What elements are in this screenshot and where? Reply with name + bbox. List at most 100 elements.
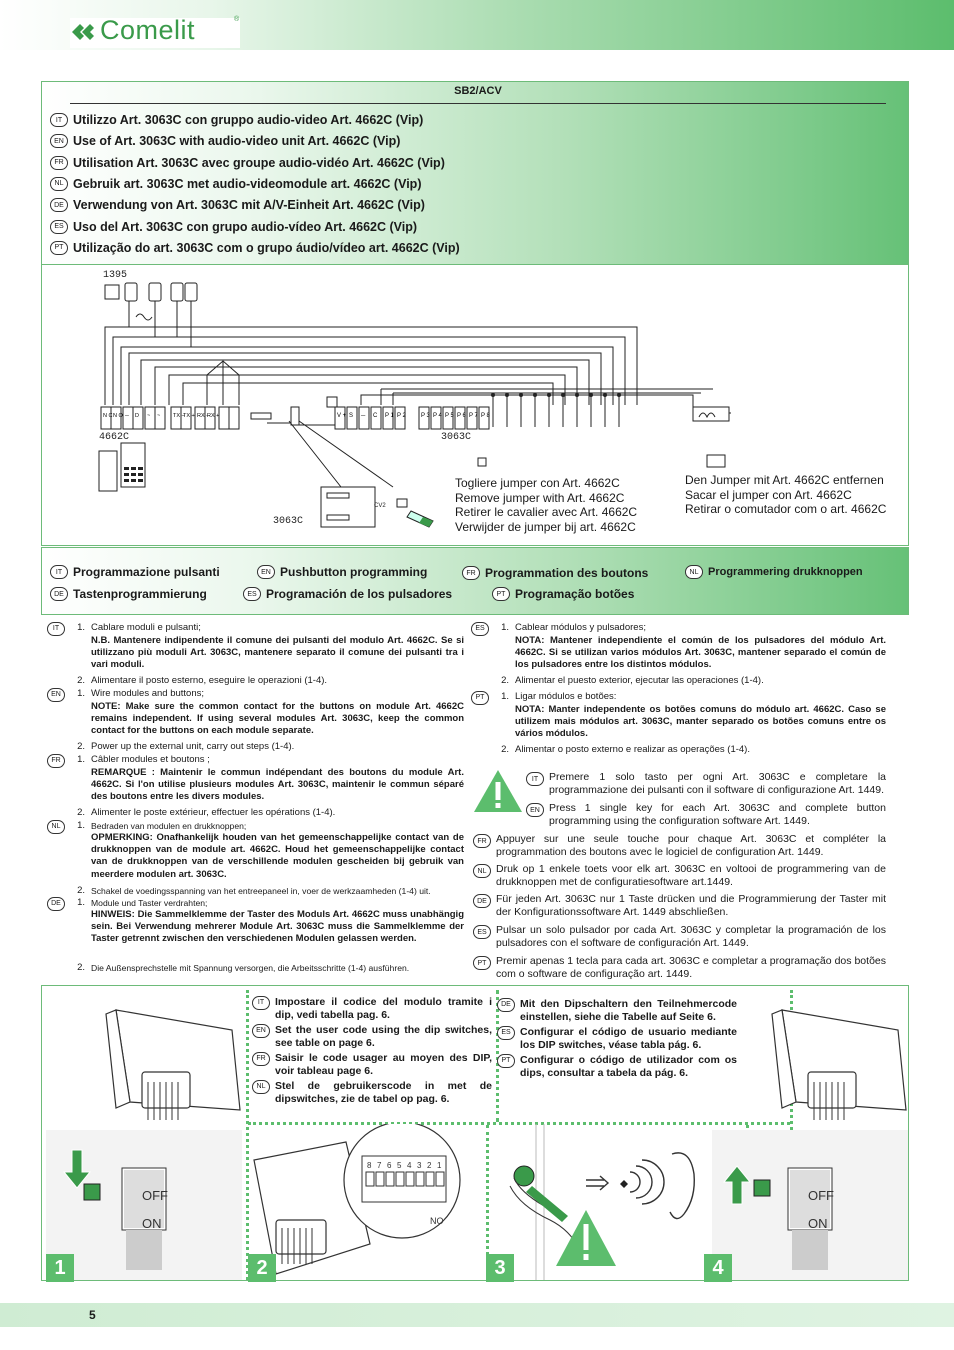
lang-badge-en: EN — [252, 1024, 270, 1038]
divider — [486, 1125, 489, 1280]
terminal-label: ─ — [360, 413, 366, 419]
lang-badge-fr: FR — [252, 1052, 270, 1066]
label-1395: 1395 — [103, 270, 127, 281]
lang-badge-it: IT — [50, 113, 68, 127]
svg-text:ON: ON — [142, 1216, 162, 1231]
terminal-label: RX − — [197, 413, 209, 419]
lang-badge-en: EN — [50, 134, 68, 149]
fr-note-text: REMARQUE : Maintenir le commun indépenda… — [91, 767, 464, 803]
it-step-1-text: Cablare moduli e pulsanti; — [91, 622, 201, 633]
terminal-label: P 4 — [433, 413, 443, 419]
es-step-2: 2.Alimentar el puesto exterior, ejecutar… — [493, 675, 886, 687]
svg-text:2: 2 — [427, 1161, 432, 1170]
terminal-block-4662c — [100, 406, 240, 430]
de-step-1-text: Module und Taster verdrahten; — [91, 898, 208, 908]
lang-badge-en: EN — [47, 688, 65, 702]
terminal-label: P 8 — [481, 413, 491, 419]
lang-badge-nl: NL — [50, 176, 68, 191]
step-number-4: 4 — [704, 1254, 732, 1282]
fr-step-2-text: Alimenter le poste extérieur, effectuer … — [91, 807, 336, 818]
lang-badge-de: DE — [50, 587, 68, 601]
title-row: DE Verwendung von Art. 3063C mit A/V-Einh… — [50, 198, 425, 213]
jumper-note: Den Jumper mit Art. 4662C entfernen — [685, 473, 884, 487]
warning-text: Press 1 single key for each Art. 3063C a… — [549, 802, 886, 827]
svg-text:ON: ON — [808, 1216, 828, 1231]
lang-badge-it: IT — [50, 565, 68, 579]
step-instruction-text: Configurar el código de usuario mediante… — [520, 1026, 737, 1051]
fr-step-1: FR 1. Câbler modules et boutons ; — [47, 754, 464, 768]
title-text: Verwendung von Art. 3063C mit A/V-Einhei… — [73, 198, 425, 213]
svg-text:8: 8 — [367, 1161, 372, 1170]
fr-step-2: 2.Alimenter le poste extérieur, effectue… — [69, 807, 464, 819]
list-number: 1. — [77, 688, 85, 699]
es-note: NOTA: Mantener independiente el común de… — [493, 635, 886, 672]
title-text: Use of Art. 3063C with audio-video unit … — [73, 134, 401, 149]
list-number: 1. — [501, 622, 509, 633]
terminal-label: P 2 — [397, 413, 407, 419]
pt-step-2: 2.Alimentar o posto externo e realizar a… — [493, 744, 886, 756]
prog-header-text: Programmazione pulsanti — [73, 565, 220, 579]
fr-step-1-text: Câbler modules et boutons ; — [91, 754, 210, 765]
terminal-label: ─ — [124, 413, 129, 419]
lang-badge-nl: NL — [252, 1080, 270, 1094]
step-number-3: 3 — [486, 1254, 514, 1282]
es-note-text: NOTA: Mantener independiente el común de… — [515, 635, 886, 671]
terminal-label: N C — [103, 413, 113, 419]
nl-note: OPMERKING: Onafhankelijk houden van het … — [69, 832, 464, 881]
svg-text:7: 7 — [377, 1161, 382, 1170]
pt-step-1-text: Ligar módulos e botões: — [515, 691, 617, 702]
svg-text:5: 5 — [397, 1161, 402, 1170]
pt-note: NOTA: Manter independente os botões comu… — [493, 704, 886, 741]
jumper-note: Togliere jumper con Art. 4662C — [455, 476, 620, 490]
title-text: Uso del Art. 3063C con grupo audio-vídeo… — [73, 219, 418, 234]
title-text: Gebruik art. 3063C met audio-videomodule… — [73, 176, 422, 191]
svg-text:4: 4 — [407, 1161, 412, 1170]
list-number: 1. — [77, 820, 85, 831]
jumper-note: Remove jumper with Art. 4662C — [455, 490, 625, 505]
step-number-1: 1 — [46, 1254, 74, 1282]
lang-badge-nl: NL — [685, 565, 703, 579]
divider — [248, 1122, 790, 1125]
en-step-2-text: Power up the external unit, carry out st… — [91, 741, 295, 752]
it-step-2: 2.Alimentare il posto esterno, eseguire … — [69, 675, 464, 687]
terminal-label: S — [349, 413, 353, 419]
warning-text: Druk op 1 enkele toets voor elk art. 306… — [496, 863, 886, 888]
de-step-2: 2.Die Außensprechstelle mit Spannung ver… — [69, 962, 464, 974]
nl-step-2-text: Schakel de voedingsspanning van het entr… — [91, 886, 431, 896]
lang-badge-de: DE — [497, 998, 515, 1012]
warning-icon — [474, 770, 522, 812]
lang-badge-fr: FR — [462, 566, 480, 580]
en-note-text: NOTE: Make sure the common contact for t… — [91, 701, 464, 737]
svg-text:6: 6 — [387, 1161, 392, 1170]
list-number: 1. — [501, 691, 509, 702]
lang-badge-fr: FR — [47, 754, 65, 768]
lang-badge-de: DE — [473, 894, 491, 908]
lang-badge-pt: PT — [492, 587, 510, 601]
jumper-note: Sacar el jumper con Art. 4662C — [685, 487, 852, 502]
warning-text: Appuyer sur une seule touche pour chaque… — [496, 833, 886, 858]
step1-illustration: OFF ON — [46, 1009, 242, 1280]
lang-badge-es: ES — [243, 587, 261, 601]
es-step-1-text: Cablear módulos y pulsadores; — [515, 622, 646, 633]
list-number: 2. — [77, 962, 85, 973]
step-instruction-text: Impostare il codice del modulo tramite i… — [275, 996, 492, 1021]
list-number: 1. — [77, 754, 85, 765]
lang-badge-de: DE — [50, 198, 68, 213]
terminal-label: P 6 — [457, 413, 467, 419]
svg-text:3: 3 — [417, 1161, 422, 1170]
